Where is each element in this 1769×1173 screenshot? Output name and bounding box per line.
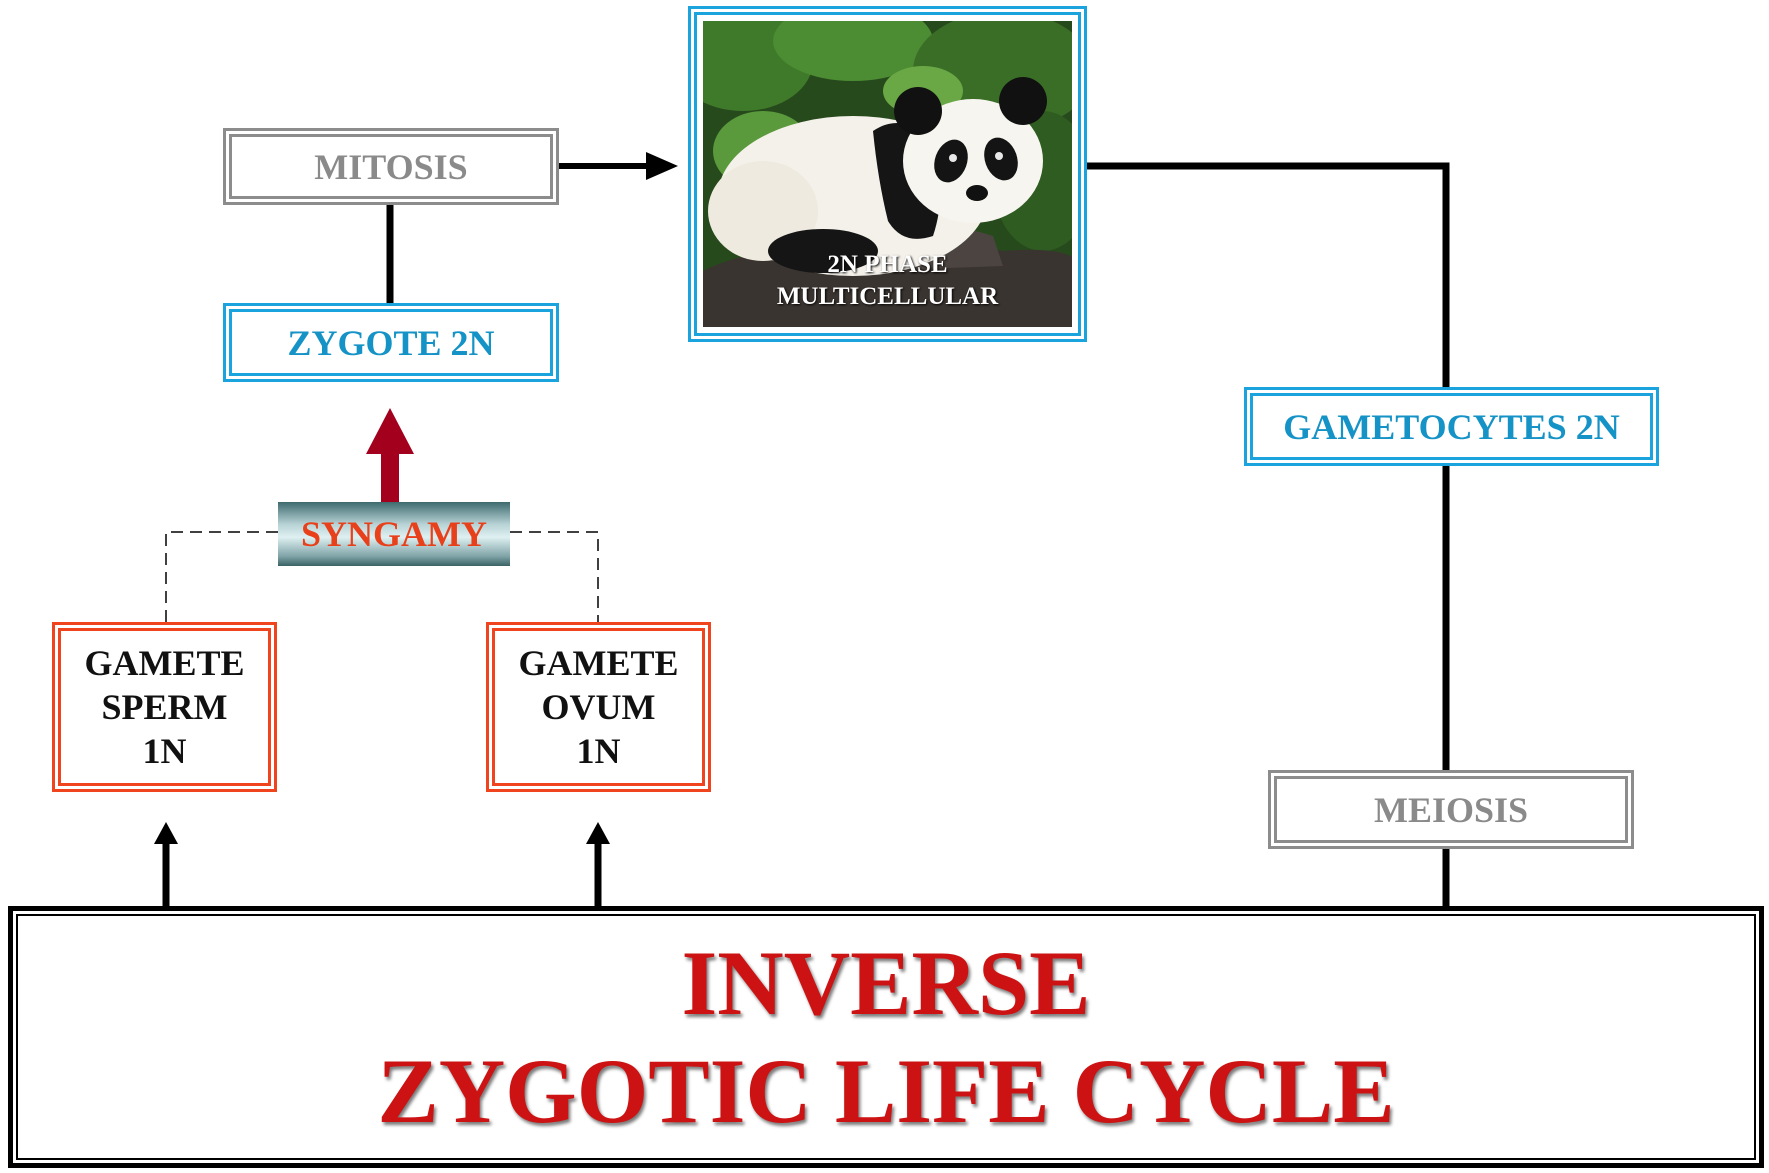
mitosis-box: MITOSIS [223, 128, 559, 205]
title-box: INVERSE ZYGOTIC LIFE CYCLE [8, 906, 1764, 1168]
gamete-ovum-line2: OVUM [541, 687, 656, 727]
meiosis-box: MEIOSIS [1268, 770, 1634, 849]
syngamy-box: SYNGAMY [278, 502, 510, 566]
title-line-1: INVERSE [681, 932, 1091, 1034]
phase-label-line2: MULTICELLULAR [776, 283, 999, 310]
gamete-ovum-box: GAMETE OVUM 1N [486, 622, 711, 792]
gametocytes-box: GAMETOCYTES 2N [1244, 387, 1659, 466]
gamete-sperm-box: GAMETE SPERM 1N [52, 622, 277, 792]
meiosis-label: MEIOSIS [1373, 789, 1529, 830]
title-line-2: ZYGOTIC LIFE CYCLE [377, 1040, 1395, 1142]
syngamy-arrow-shaft [381, 450, 399, 504]
arrowhead-to-ovum [586, 822, 610, 844]
zygote-box: ZYGOTE 2N [223, 303, 559, 382]
dashed-syngamy-sperm [165, 531, 278, 624]
gamete-ovum-line1: GAMETE [518, 643, 679, 683]
gamete-sperm-line3: 1N [142, 731, 187, 771]
arrowhead-to-sperm [154, 822, 178, 844]
phase-photo-box: 2N PHASE MULTICELLULAR [688, 6, 1087, 342]
gamete-sperm-line2: SPERM [101, 687, 228, 727]
syngamy-arrowhead [366, 408, 414, 454]
panda-photo: 2N PHASE MULTICELLULAR [703, 21, 1072, 327]
gametocytes-label: GAMETOCYTES 2N [1283, 406, 1620, 447]
arrowhead-to-phase [646, 152, 678, 180]
line-phase-gametocytes [1083, 162, 1450, 388]
gamete-ovum-line3: 1N [576, 731, 621, 771]
dashed-syngamy-ovum [510, 531, 599, 624]
mitosis-label: MITOSIS [314, 146, 468, 187]
zygote-label: ZYGOTE 2N [287, 322, 495, 363]
syngamy-label: SYNGAMY [301, 514, 487, 554]
phase-label-line1: 2N PHASE [827, 251, 948, 278]
panda-image [703, 21, 1072, 327]
gamete-sperm-line1: GAMETE [84, 643, 245, 683]
phase-label: 2N PHASE MULTICELLULAR [703, 249, 1072, 313]
